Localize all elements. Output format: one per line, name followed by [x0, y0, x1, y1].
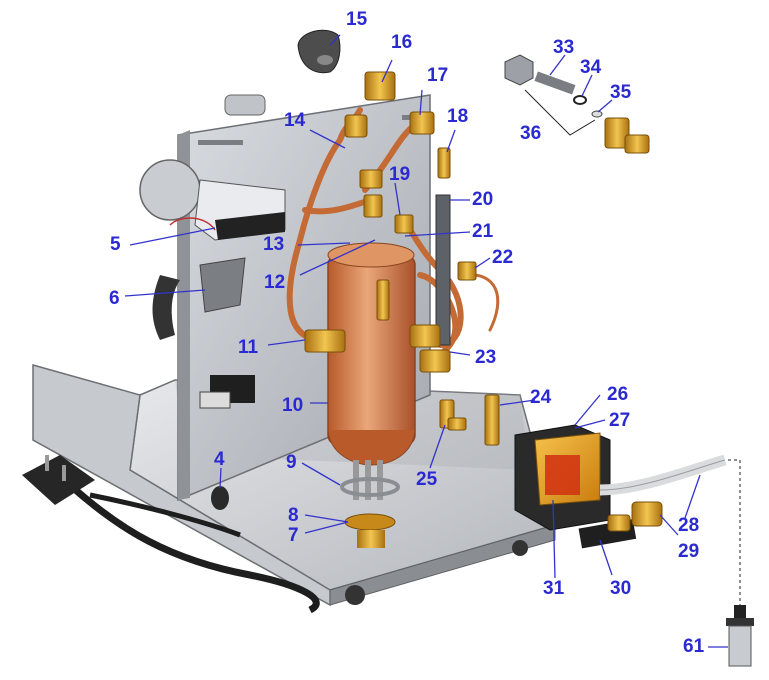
heating-element-part — [340, 460, 400, 548]
wand-tube-part — [435, 194, 451, 346]
knob-part — [297, 29, 341, 74]
part-label-15: 15 — [346, 9, 368, 30]
part-label-26: 26 — [607, 384, 629, 405]
hose-part — [599, 454, 727, 496]
thermostat-part — [169, 179, 286, 241]
part-label-6: 6 — [109, 288, 120, 309]
part-label-12: 12 — [264, 272, 286, 293]
part-label-20: 20 — [472, 189, 494, 210]
grommet-part — [211, 486, 229, 510]
part-label-21: 21 — [472, 221, 494, 242]
part-label-10: 10 — [282, 395, 304, 416]
brass-fittings — [304, 71, 500, 446]
part-label-11: 11 — [238, 337, 259, 358]
part-label-25: 25 — [416, 469, 438, 490]
boiler-part — [327, 242, 416, 466]
part-label-9: 9 — [286, 452, 297, 473]
part-label-22: 22 — [492, 247, 514, 268]
part-label-8: 8 — [288, 505, 299, 526]
part-label-61: 61 — [683, 636, 705, 657]
part-label-30: 30 — [610, 578, 632, 599]
part-label-14: 14 — [284, 110, 306, 131]
part-label-24: 24 — [530, 387, 552, 408]
part-label-35: 35 — [610, 82, 632, 103]
part-label-33: 33 — [553, 37, 575, 58]
fitting-part — [607, 501, 663, 532]
switch-bracket-part — [199, 257, 246, 313]
part-label-17: 17 — [427, 65, 449, 86]
part-label-31: 31 — [543, 578, 565, 599]
switch-part — [199, 375, 255, 409]
part-label-19: 19 — [389, 164, 411, 185]
group-head — [139, 94, 266, 340]
leader-lines — [124, 34, 728, 648]
filter-part — [726, 605, 754, 667]
part-label-27: 27 — [609, 410, 631, 431]
part-label-5: 5 — [110, 234, 121, 255]
part-label-7: 7 — [288, 525, 299, 546]
part-label-4: 4 — [214, 449, 225, 470]
part-label-28: 28 — [678, 515, 700, 536]
part-label-16: 16 — [391, 32, 413, 53]
part-label-29: 29 — [678, 541, 700, 562]
part-label-13: 13 — [263, 234, 285, 255]
power-cord — [22, 455, 320, 614]
valve-assembly-part — [504, 54, 650, 154]
part-label-36: 36 — [520, 123, 542, 144]
part-label-34: 34 — [580, 57, 602, 78]
part-label-18: 18 — [447, 106, 469, 127]
part-label-23: 23 — [475, 347, 497, 368]
